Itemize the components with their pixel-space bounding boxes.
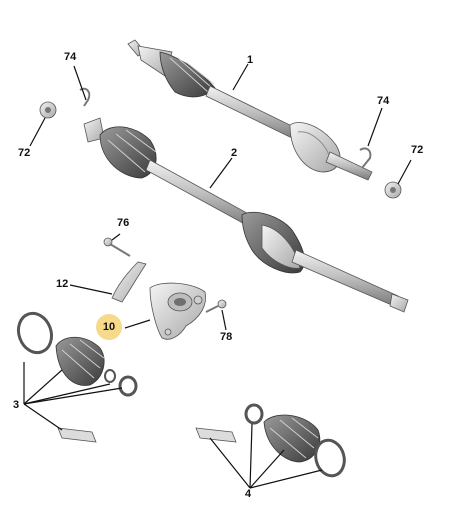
bolt-78 (205, 299, 227, 313)
callout-74-right: 74 (377, 95, 390, 107)
leader-lines (23, 63, 412, 489)
callout-12: 12 (56, 278, 69, 290)
callout-3: 3 (13, 399, 20, 411)
callout-72-left: 72 (18, 147, 31, 159)
callout-78: 78 (220, 331, 233, 343)
nut-72-right (384, 181, 402, 199)
clip-12 (111, 261, 147, 303)
callout-76: 76 (117, 217, 130, 229)
callout-72-right: 72 (411, 144, 424, 156)
callout-4: 4 (245, 488, 252, 500)
callout-74-left: 74 (64, 51, 77, 63)
boot-kit-4 (195, 403, 346, 478)
bearing-bracket-10 (149, 282, 207, 340)
callout-2: 2 (231, 147, 238, 159)
callout-10: 10 (96, 314, 122, 340)
bolt-76 (103, 237, 131, 257)
drive-shaft-2 (39, 87, 409, 313)
callout-1: 1 (247, 54, 254, 66)
pin-74-right (359, 147, 372, 169)
boot-kit-3 (16, 311, 138, 443)
drive-shaft-1 (127, 39, 373, 181)
